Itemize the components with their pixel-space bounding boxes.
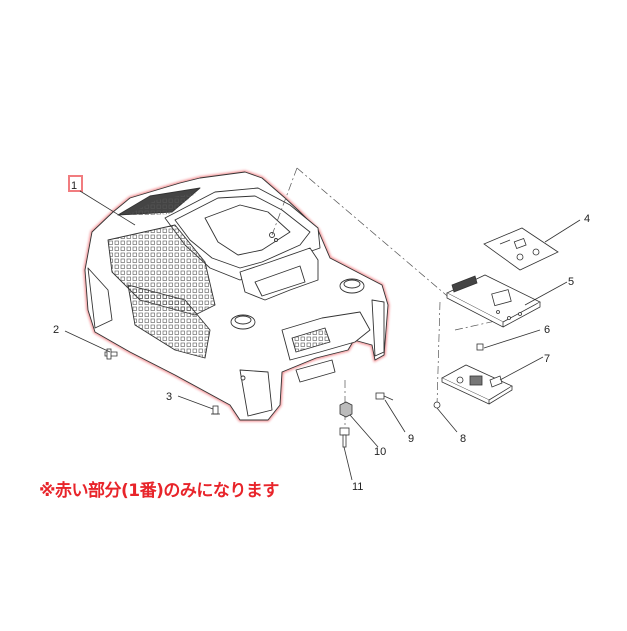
- callout-11: 11: [352, 481, 363, 493]
- callout-3: 3: [166, 391, 172, 403]
- control-board-part-5: [446, 274, 541, 328]
- housing-part-1: [84, 171, 389, 421]
- highlight-note: ※赤い部分(1番)のみになります: [39, 481, 279, 501]
- pin-part-8: [433, 401, 441, 409]
- bolt-part-11: [339, 427, 350, 448]
- callout-9: 9: [408, 433, 414, 445]
- callout-1-highlight: [68, 175, 83, 192]
- callout-8: 8: [460, 433, 466, 445]
- callout-5: 5: [568, 276, 574, 288]
- callout-6: 6: [544, 324, 550, 336]
- leader-lines: [64, 190, 581, 481]
- screw-part-2: [104, 348, 118, 360]
- sub-board-part-7: [441, 364, 513, 405]
- callout-labels: 1 2 3 4 5 6 7 8 9 10 11: [53, 180, 590, 493]
- label-plate-part-4: [483, 227, 559, 271]
- callout-1: 1: [71, 180, 77, 192]
- screw-part-3: [211, 405, 220, 415]
- screw-part-9: [375, 392, 394, 401]
- nut-part-10: [339, 401, 353, 418]
- callout-7: 7: [544, 353, 550, 365]
- callout-2: 2: [53, 324, 59, 336]
- callout-4: 4: [584, 213, 590, 225]
- callout-10: 10: [374, 446, 386, 458]
- knob-part-6: [476, 343, 484, 351]
